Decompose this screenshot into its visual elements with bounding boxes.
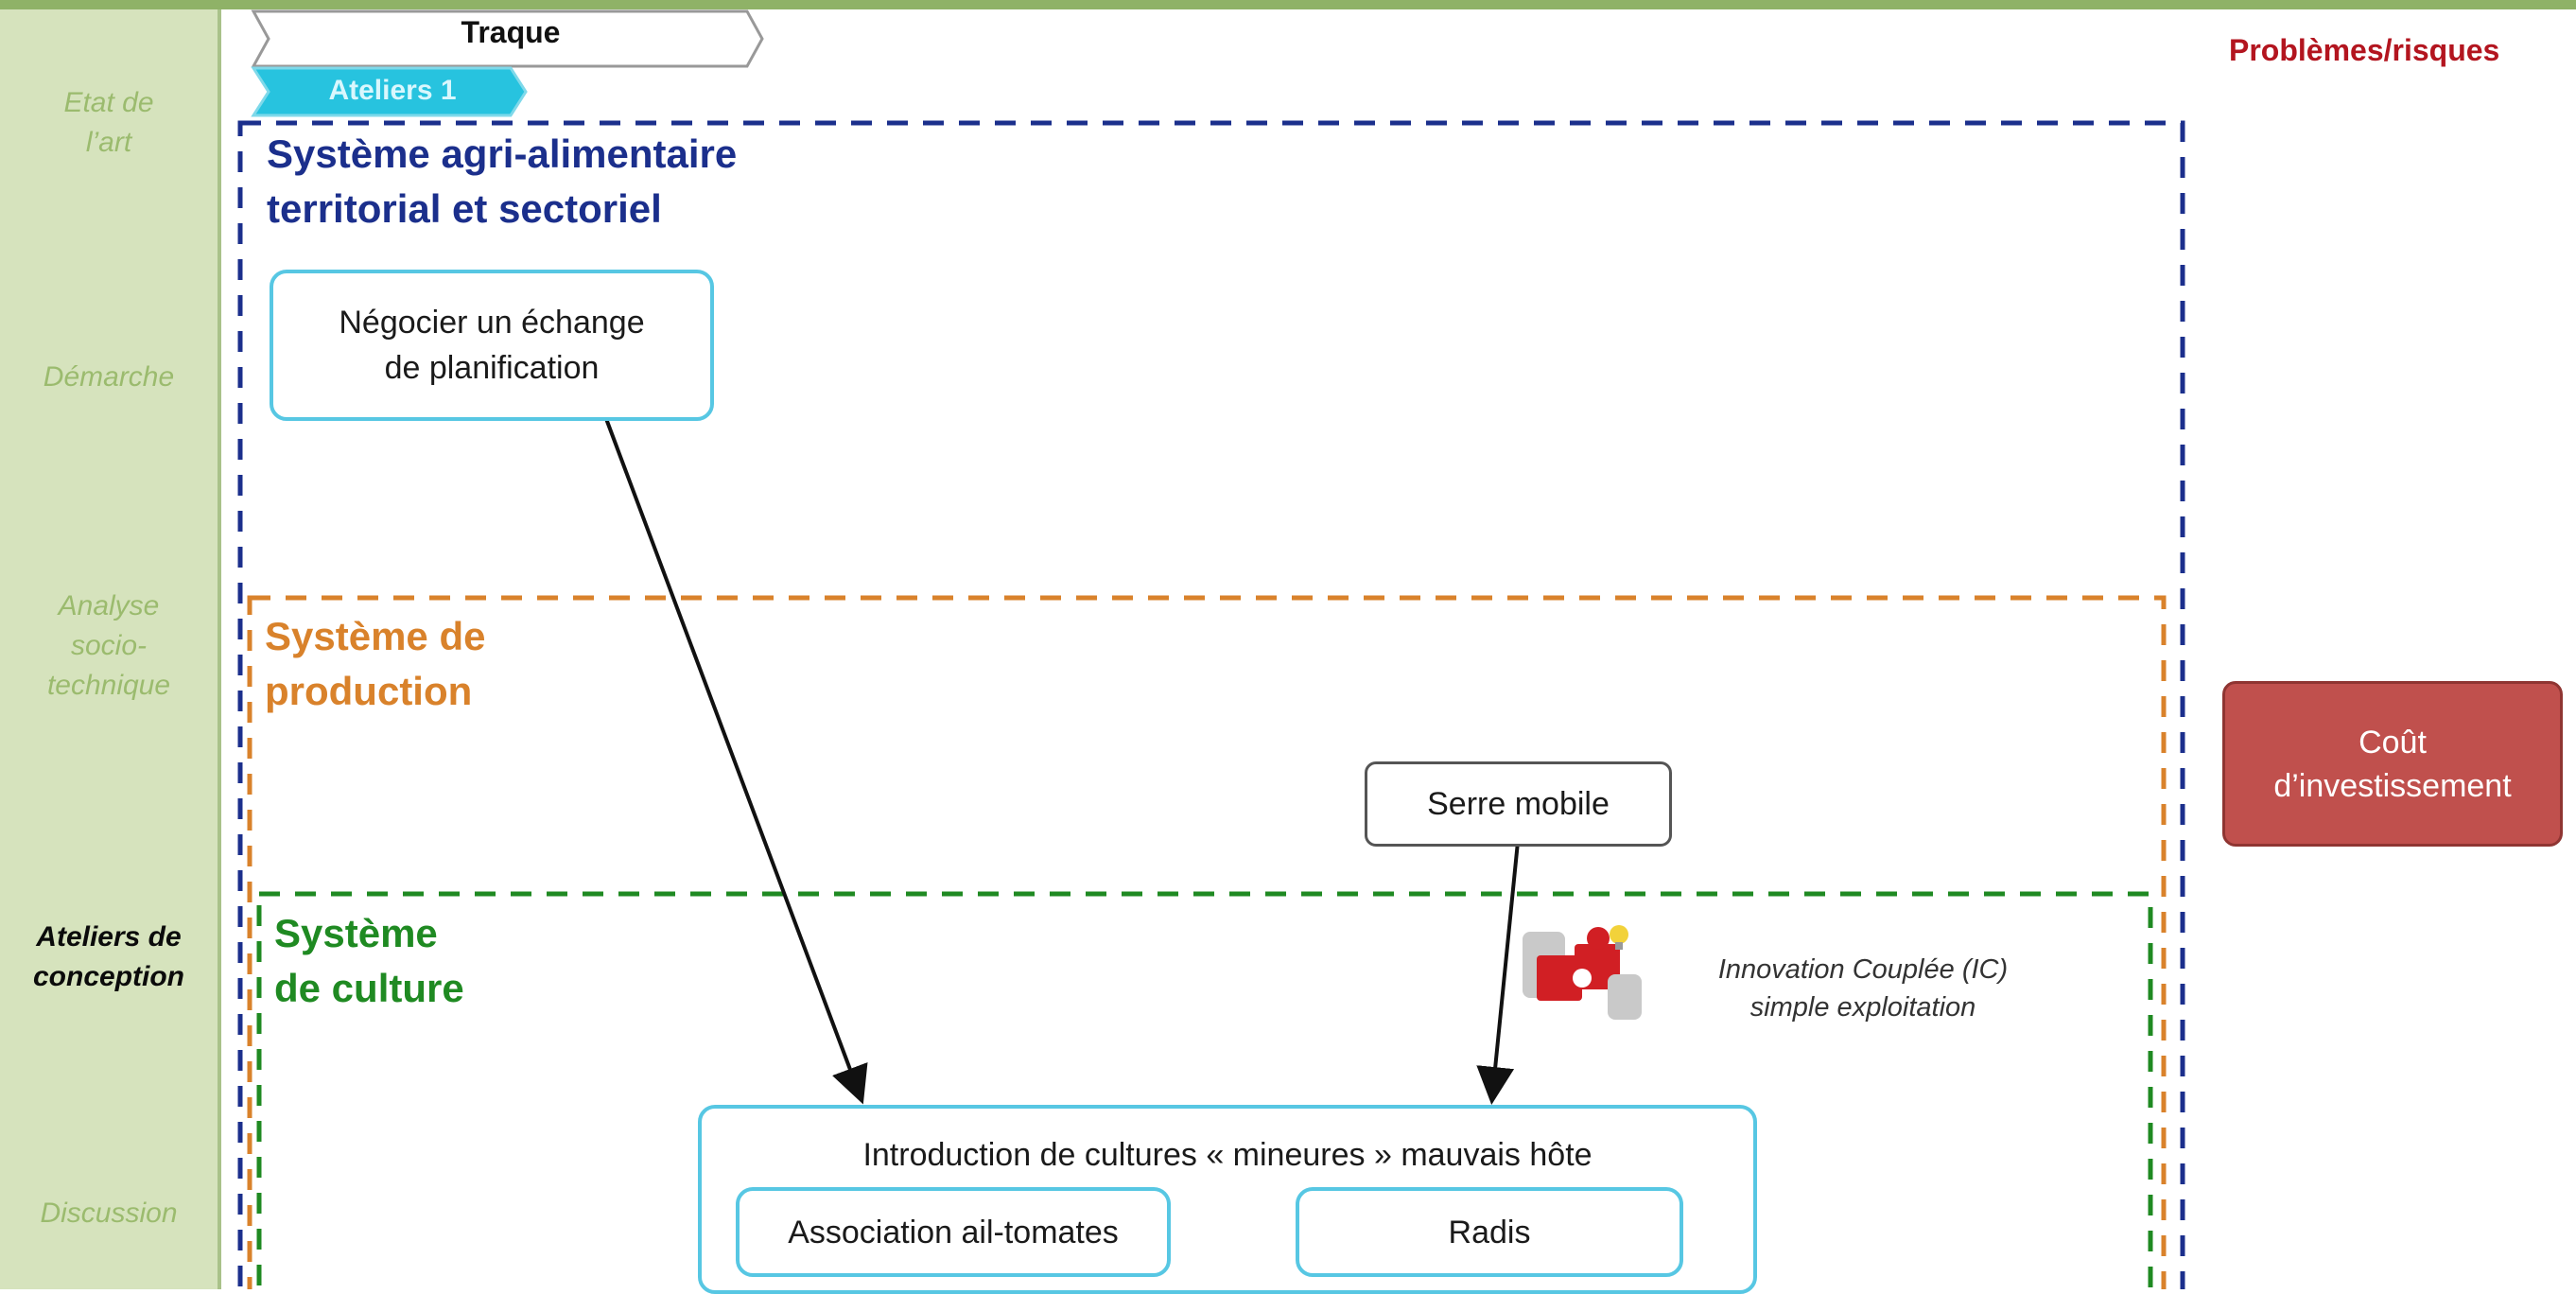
frame-territorial [237, 120, 2185, 1289]
traque-chevron [251, 9, 764, 68]
puzzle-icon [1523, 925, 1642, 1020]
risk-item-cout[interactable]: Coût d’investissement [2222, 681, 2563, 847]
introduction-label: Introduction de cultures « mineures » ma… [862, 1137, 1593, 1173]
risks-title: Problèmes/risques [2229, 33, 2500, 67]
frame-culture-title: Système de culture [274, 911, 464, 1010]
frame-production [247, 595, 2167, 1289]
radis-box[interactable]: Radis [1296, 1187, 1683, 1277]
sidebar-item-discussion[interactable]: Discussion [40, 1198, 178, 1229]
top-accent-bar [0, 0, 2576, 9]
arrow-serre-to-introduction [1476, 841, 1520, 1105]
frame-production-title: Système de production [265, 614, 486, 713]
ateliers-label[interactable]: Ateliers 1 [328, 75, 457, 106]
arrow-negocier-to-introduction [603, 415, 868, 1105]
traque-label[interactable]: Traque [461, 15, 561, 49]
sidebar [0, 9, 218, 1289]
frame-territorial-title: Système agri-alimentaire territorial et … [267, 131, 738, 231]
sidebar-item-etat-de-lart[interactable]: Etat de l’art [63, 87, 154, 158]
innovation-label: Innovation Couplée (IC) simple exploitat… [1717, 954, 2009, 1023]
negocier-box[interactable]: Négocier un échange de planification [270, 270, 714, 421]
sidebar-item-analyse[interactable]: Analyse socio- technique [46, 590, 171, 701]
frame-culture [256, 891, 2153, 1289]
sidebar-edge [218, 9, 221, 1289]
sidebar-item-ateliers[interactable]: Ateliers de conception [32, 921, 184, 992]
serre-mobile-box[interactable]: Serre mobile [1365, 761, 1672, 847]
association-box[interactable]: Association ail-tomates [736, 1187, 1171, 1277]
ateliers-chevron [251, 66, 528, 117]
sidebar-item-demarche[interactable]: Démarche [43, 361, 175, 393]
